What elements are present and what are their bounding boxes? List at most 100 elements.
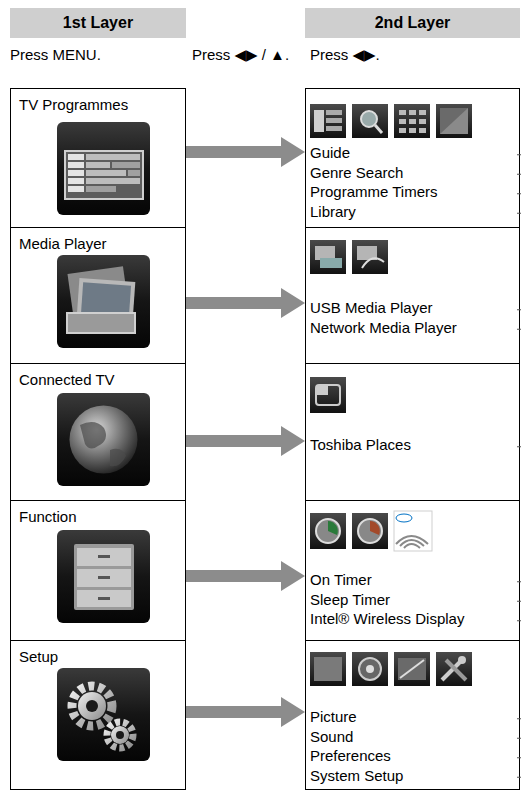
tv-programmes-icon-part: [57, 122, 150, 215]
programme-timers-icon-part: [419, 110, 426, 115]
function-icon-part: [77, 569, 131, 587]
widi-icon-part: [394, 511, 432, 551]
setup-icon-part: [116, 731, 124, 739]
programme-timers-icon-part: [399, 128, 406, 133]
submenu-item: Genre Search: [310, 163, 519, 183]
programme-timers-icon-part: [419, 119, 426, 124]
menu-box: TV Programmes: [10, 88, 186, 228]
flow-arrow: [186, 561, 305, 591]
toshiba-places-icon-part: [316, 385, 328, 395]
tv-programmes-icon-part: [66, 152, 142, 198]
menu-title: Function: [19, 508, 185, 525]
function-icon-part: [77, 590, 131, 607]
genre-search-icon-part: [352, 104, 388, 138]
on-timer-icon-part: [328, 521, 338, 535]
preferences-icon-part: [398, 658, 426, 680]
connected-tv-icon-part: [57, 393, 150, 486]
library-icon-part: [440, 108, 468, 134]
leader-dash: [517, 581, 521, 582]
genre-search-icon-part: [375, 125, 382, 133]
sound-icon: [352, 652, 388, 686]
leader-dash: [517, 309, 521, 310]
submenu-item: System Setup: [310, 766, 519, 786]
menu-title: TV Programmes: [19, 96, 185, 113]
widi-icon: [394, 511, 432, 551]
system-setup-icon-part: [436, 652, 472, 686]
guide-icon: [310, 104, 346, 138]
network-media-icon: [352, 240, 388, 274]
system-setup-icon-part: [442, 660, 462, 680]
submenu-item: On Timer: [310, 570, 519, 590]
usb-media-icon-part: [310, 240, 346, 274]
submenu-box: PictureSoundPreferencesSystem Setup: [305, 640, 520, 790]
flow-arrow: [186, 137, 305, 167]
leader-dash: [517, 329, 521, 330]
leader-dash: [517, 620, 521, 621]
system-setup-icon: [436, 652, 472, 686]
network-media-icon-part: [362, 258, 384, 268]
leader-dash: [517, 154, 521, 155]
function-icon-part: [77, 548, 131, 566]
function-icon-part: [57, 530, 150, 623]
leader-dash: [517, 757, 521, 758]
submenu-item: Preferences: [310, 746, 519, 766]
tv-programmes-icon-part: [86, 162, 110, 168]
tv-programmes-icon-part: [86, 178, 140, 184]
sleep-timer-icon-part: [352, 513, 388, 549]
library-icon: [436, 104, 472, 138]
sleep-timer-icon-part: [358, 519, 382, 543]
tv-programmes-icon-part: [86, 170, 126, 176]
menu-box: Setup: [10, 640, 186, 790]
tv-programmes-icon-part: [68, 170, 84, 176]
function-icon: [57, 530, 150, 623]
leader-dash: [517, 738, 521, 739]
programme-timers-icon-part: [409, 110, 416, 115]
network-media-icon-part: [352, 240, 388, 274]
submenu-item: USB Media Player: [310, 298, 519, 318]
toshiba-places-icon-part: [316, 385, 340, 405]
sound-icon-part: [366, 665, 374, 673]
usb-media-icon-part: [320, 258, 342, 268]
guide-icon-part: [326, 126, 342, 131]
on-timer-icon-part: [316, 519, 340, 543]
leader-dash: [517, 213, 521, 214]
instruction-text: Press ◀▶ / ▲.: [192, 46, 289, 64]
programme-timers-icon-part: [409, 119, 416, 124]
genre-search-icon-part: [361, 111, 377, 127]
leader-dash: [517, 446, 521, 447]
menu-box: Function: [10, 500, 186, 641]
tv-programmes-icon-part: [86, 186, 116, 192]
system-setup-icon-part: [458, 656, 466, 664]
connected-tv-icon-part: [110, 449, 126, 466]
submenu-box: GuideGenre SearchProgramme TimersLibrary: [305, 88, 520, 228]
picture-icon-part: [314, 657, 342, 681]
setup-icon-part: [107, 722, 133, 748]
header-text: 2nd Layer: [375, 14, 451, 32]
on-timer-icon-part: [310, 513, 346, 549]
connected-tv-icon-part: [70, 406, 138, 474]
submenu-box: Toshiba Places: [305, 363, 520, 501]
submenu-item: Sound: [310, 727, 519, 747]
sound-icon-part: [359, 658, 381, 680]
flow-arrow: [186, 288, 305, 318]
sleep-timer-icon-part: [370, 521, 380, 535]
submenu-item: Toshiba Places: [310, 435, 519, 455]
sleep-timer-icon: [352, 513, 388, 549]
submenu-item: Guide: [310, 143, 519, 163]
widi-icon-part: [396, 514, 412, 522]
media-player-icon-part: [77, 278, 136, 322]
genre-search-icon: [352, 104, 388, 138]
tv-programmes-icon-part: [68, 162, 84, 168]
submenu-item: Programme Timers: [310, 182, 519, 202]
leader-dash: [517, 718, 521, 719]
function-icon-part: [98, 555, 110, 558]
function-icon-part: [98, 597, 110, 600]
on-timer-icon: [310, 513, 346, 549]
widi-icon-part: [396, 536, 428, 544]
widi-icon-part: [404, 544, 420, 548]
leader-dash: [517, 174, 521, 175]
